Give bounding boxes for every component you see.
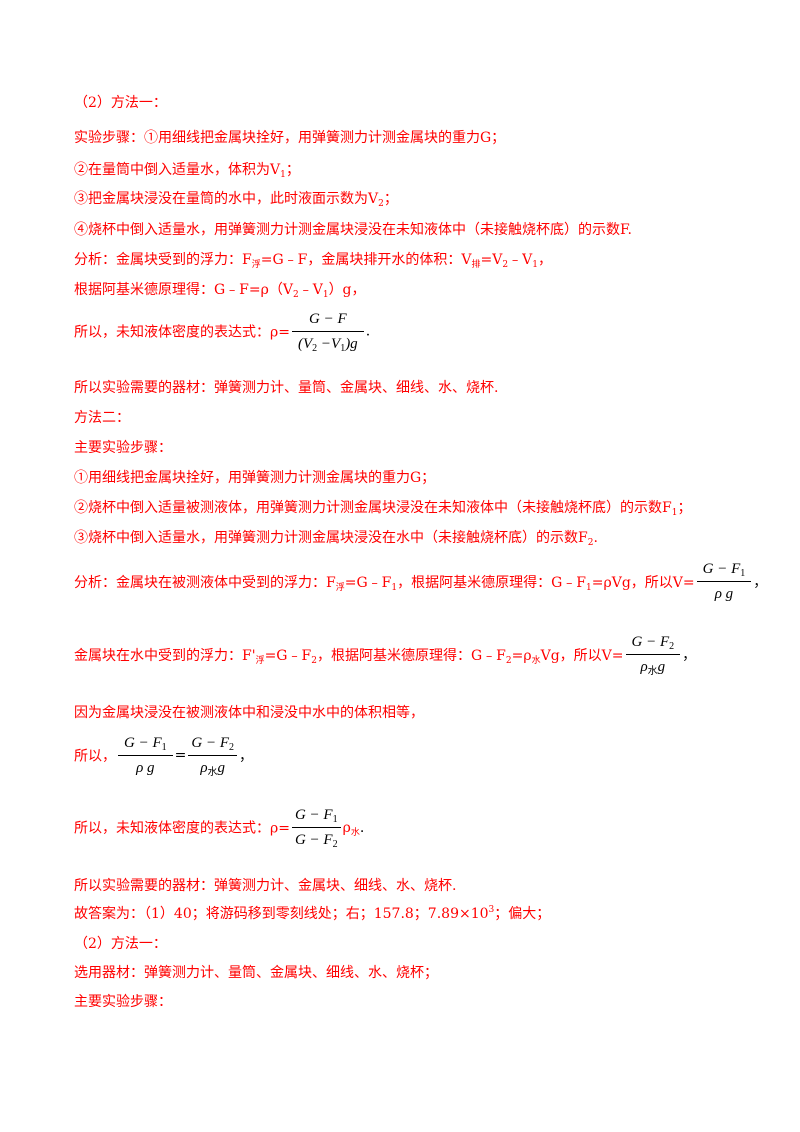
volume-fraction-2: G − F2 ρ水g — [625, 633, 681, 677]
sub-1: 1 — [671, 508, 678, 518]
comma: ， — [238, 748, 253, 765]
sub-1: 1 — [280, 170, 286, 180]
answer-end: ；偏大； — [494, 906, 551, 922]
step3-text: ③把金属块浸没在量筒的水中，此时液面示数为V — [74, 191, 379, 207]
fraction-denominator: ρ g — [714, 586, 734, 602]
sub-fu: 浮 — [251, 260, 261, 270]
fraction-numerator: G − F1 — [118, 734, 173, 756]
water-buoyancy-line: 金属块在水中受到的浮力：F'浮=G﹣F2，根据阿基米德原理得：G﹣F2=ρ水Vg… — [74, 633, 697, 677]
step2-end: ； — [285, 162, 300, 178]
equals-sign: = — [174, 747, 187, 764]
answer-method-one-heading: （2）方法一： — [74, 936, 167, 952]
m2s2-end: ； — [677, 500, 692, 516]
equipment-line-1: 所以实验需要的器材：弹簧测力计、量筒、金属块、细线、水、烧杯. — [74, 380, 499, 396]
m2s3-text: ③烧杯中倒入适量水，用弹簧测力计测金属块浸没在水中（未接触烧杯底）的示数F — [74, 530, 588, 546]
sub-2: 2 — [378, 199, 384, 209]
equation-line: 所以， G − F1 ρ g = G − F2 ρ水g ， — [74, 734, 253, 778]
density1-text: 所以，未知液体密度的表达式：ρ= — [74, 324, 290, 341]
comma: ， — [682, 647, 697, 664]
analysis1-text-c: =V — [480, 252, 503, 268]
step-line-1: 实验步骤：①用细线把金属块拴好，用弹簧测力计测金属块的重力G； — [74, 130, 506, 146]
fraction-denominator: ρ水g — [640, 659, 666, 677]
fraction-numerator: G − F1 — [696, 560, 752, 582]
fraction-denominator: ρ水g — [200, 760, 226, 778]
fraction-denominator: (V2 −V1)g — [297, 336, 358, 354]
step3-end: ； — [383, 191, 398, 207]
fraction-numerator: G − F2 — [188, 734, 237, 756]
equation-left-fraction: G − F1 ρ g — [118, 734, 173, 777]
step-line-4: ④烧杯中倒入适量水，用弹簧测力计测金属块浸没在未知液体中（未接触烧杯底）的示数F… — [74, 222, 632, 238]
density-expression-1: 所以，未知液体密度的表达式：ρ= G − F (V2 −V1)g . — [74, 310, 371, 354]
arch1-text-b: ﹣V — [298, 282, 323, 298]
answer-text: 故答案为：（1）40；将游码移到零刻线处；右；157.8；7.89×10 — [74, 906, 489, 922]
density2-text: 所以，未知液体密度的表达式：ρ= — [74, 820, 290, 837]
method2-step-3: ③烧杯中倒入适量水，用弹簧测力计测金属块浸没在水中（未接触烧杯底）的示数F2. — [74, 529, 598, 548]
sub-2: 2 — [502, 260, 509, 270]
density-expression-2: 所以，未知液体密度的表达式：ρ= G − F1 G − F2 ρ水. — [74, 806, 365, 850]
comma: ， — [753, 574, 768, 591]
equipment-line-2: 所以实验需要的器材：弹簧测力计、金属块、细线、水、烧杯. — [74, 878, 457, 894]
sub-2: 2 — [587, 538, 594, 548]
density-fraction-2: G − F1 G − F2 — [291, 806, 341, 850]
main-steps-heading: 主要实验步骤： — [74, 440, 172, 456]
analysis-line-2: 分析：金属块在被测液体中受到的浮力：F浮=G﹣F1，根据阿基米德原理得：G﹣F1… — [74, 560, 767, 603]
step-line-2: ②在量筒中倒入适量水，体积为V1； — [74, 161, 300, 180]
so-text: 所以， — [74, 748, 116, 765]
analysis-line-1: 分析：金属块受到的浮力：F浮=G﹣F，金属块排开水的体积：V排=V2﹣V1， — [74, 251, 552, 270]
analysis1-text-e: ， — [537, 252, 552, 268]
sub-2: 2 — [292, 290, 299, 300]
method2-step-1: ①用细线把金属块拴好，用弹簧测力计测金属块的重力G； — [74, 470, 436, 486]
method2-step-2: ②烧杯中倒入适量被测液体，用弹簧测力计测金属块浸没在未知液体中（未接触烧杯底）的… — [74, 499, 692, 518]
sub-1: 1 — [532, 260, 538, 270]
selected-equipment-line: 选用器材：弹簧测力计、量筒、金属块、细线、水、烧杯； — [74, 965, 438, 981]
period: . — [365, 323, 371, 340]
method-two-heading: 方法二： — [74, 410, 130, 426]
fraction-numerator: G − F2 — [625, 633, 681, 655]
sub-1: 1 — [322, 290, 329, 300]
analysis1-text-b: =G﹣F，金属块排开水的体积：V — [260, 252, 472, 268]
section-heading-method-one: （2）方法一： — [74, 95, 167, 111]
water-text: 金属块在水中受到的浮力：F'浮=G﹣F2，根据阿基米德原理得：G﹣F2=ρ水Vg… — [74, 647, 624, 666]
density-fraction-1: G − F (V2 −V1)g — [291, 310, 364, 354]
fraction-numerator: G − F1 — [291, 806, 341, 828]
volume-fraction-1: G − F1 ρ g — [696, 560, 752, 603]
analysis1-text-a: 分析：金属块受到的浮力：F — [74, 252, 252, 268]
sub-pai: 排 — [471, 260, 481, 270]
m2s2-text: ②烧杯中倒入适量被测液体，用弹簧测力计测金属块浸没在未知液体中（未接触烧杯底）的… — [74, 500, 672, 516]
answer-line: 故答案为：（1）40；将游码移到零刻线处；右；157.8；7.89×103；偏大… — [74, 905, 550, 923]
main-steps-heading-2: 主要实验步骤： — [74, 994, 172, 1010]
equal-volume-line: 因为金属块浸没在被测液体中和浸没中水中的体积相等， — [74, 705, 424, 721]
equation-right-fraction: G − F2 ρ水g — [188, 734, 237, 778]
archimedes-line-1: 根据阿基米德原理得：G﹣F=ρ（V2﹣V1）g， — [74, 281, 366, 300]
fraction-numerator: G − F — [291, 310, 364, 332]
fraction-denominator: G − F2 — [294, 832, 338, 850]
arch1-text-a: 根据阿基米德原理得：G﹣F=ρ（V — [74, 282, 293, 298]
rho-water: ρ水. — [342, 819, 365, 838]
step2-text: ②在量筒中倒入适量水，体积为V — [74, 162, 281, 178]
step-line-3: ③把金属块浸没在量筒的水中，此时液面示数为V2； — [74, 190, 398, 209]
fraction-denominator: ρ g — [136, 760, 155, 776]
arch1-text-c: ）g， — [328, 282, 366, 298]
m2s3-end: . — [593, 530, 598, 546]
analysis2-text: 分析：金属块在被测液体中受到的浮力：F浮=G﹣F1，根据阿基米德原理得：G﹣F1… — [74, 574, 695, 593]
exponent-3: 3 — [488, 905, 495, 915]
analysis1-text-d: ﹣V — [508, 252, 533, 268]
